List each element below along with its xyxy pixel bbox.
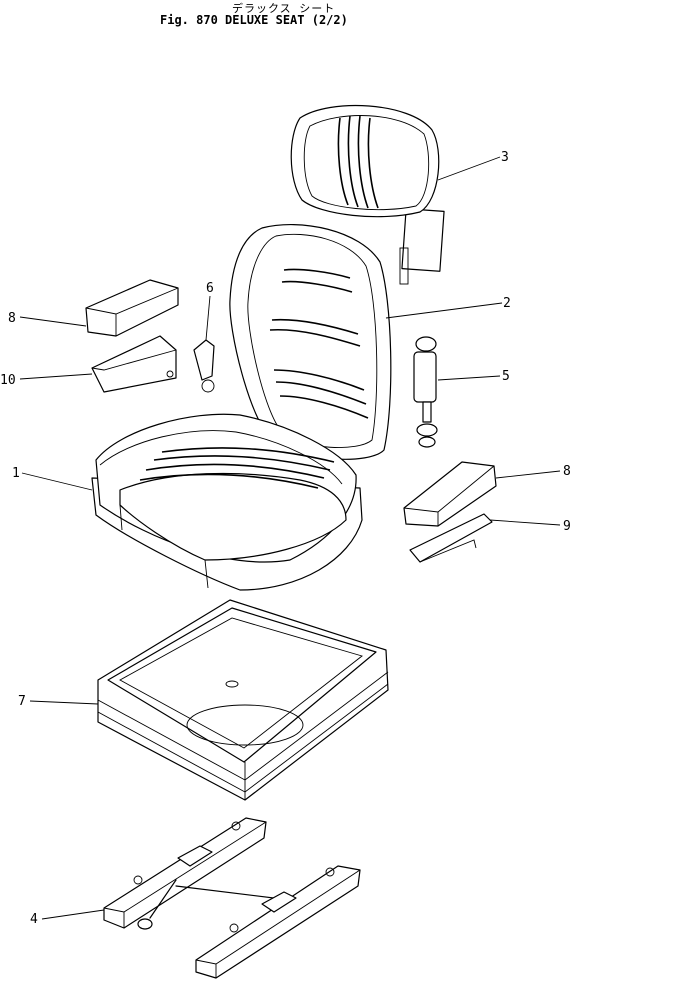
armrest-bracket-left [91, 335, 177, 393]
callout-7: 7 [18, 694, 26, 709]
figure-title: Fig. 870 DELUXE SEAT (2/2) [160, 13, 348, 27]
callout-1: 1 [12, 466, 20, 481]
callout-6: 6 [206, 281, 214, 296]
callout-3: 3 [501, 150, 509, 165]
slide-rails [103, 817, 361, 979]
backrest [229, 223, 392, 460]
callout-2: 2 [503, 296, 511, 311]
suspension-frame [97, 599, 389, 801]
callout-5: 5 [502, 369, 510, 384]
callout-9: 9 [563, 519, 571, 534]
armrest-pad-left [85, 279, 179, 337]
callout-8-right: 8 [563, 464, 571, 479]
leader-lines [19, 156, 561, 920]
seat-cushion [91, 413, 363, 591]
callout-8-left: 8 [8, 311, 16, 326]
callout-10: 10 [0, 373, 16, 388]
japanese-title: デラックス シート [232, 2, 336, 15]
lever-part [193, 339, 215, 393]
callout-4: 4 [30, 912, 38, 927]
armrest-bracket-right [409, 513, 493, 563]
damper [413, 336, 438, 448]
headrest [290, 104, 445, 285]
armrest-pad-right [403, 461, 497, 527]
